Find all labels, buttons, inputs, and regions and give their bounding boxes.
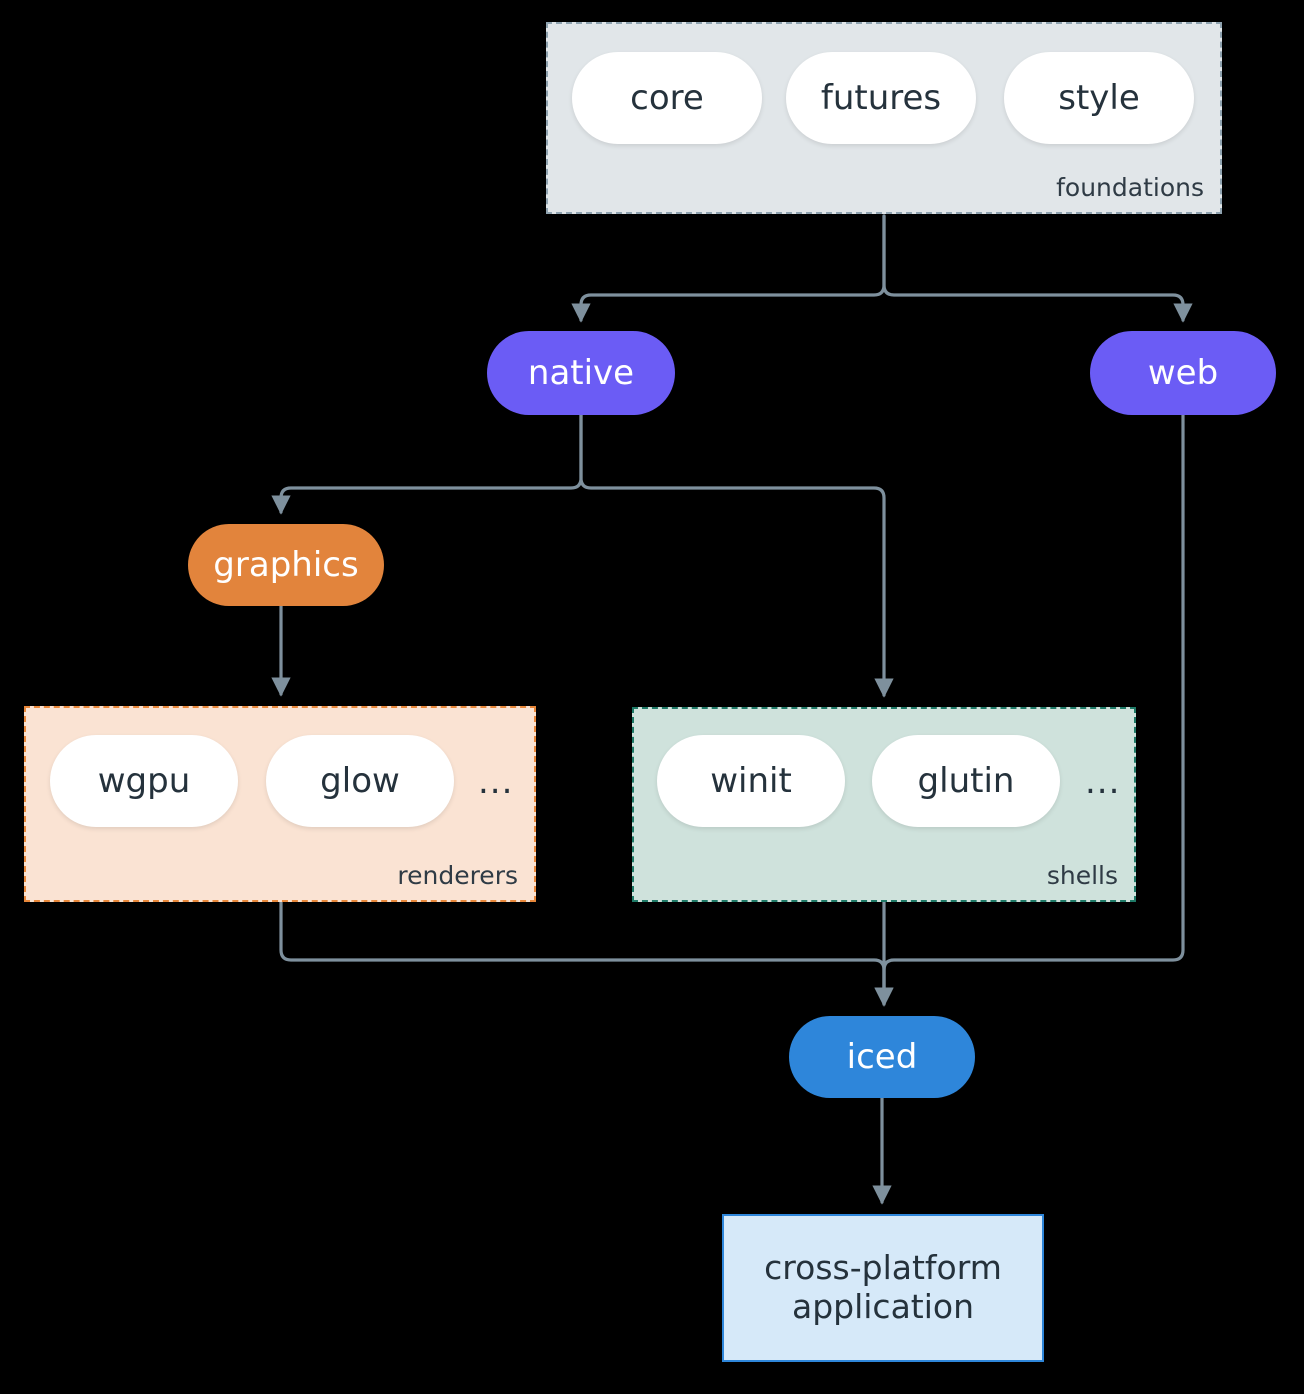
node-style-label: style bbox=[1058, 77, 1140, 118]
node-core[interactable]: core bbox=[572, 52, 762, 144]
node-cross-platform-application[interactable]: cross-platform application bbox=[722, 1214, 1044, 1362]
cluster-foundations-label: foundations bbox=[1056, 173, 1204, 202]
edge-native-shells bbox=[579, 413, 894, 698]
node-wgpu[interactable]: wgpu bbox=[50, 735, 238, 827]
cluster-shells-label: shells bbox=[1046, 861, 1118, 890]
node-iced-label: iced bbox=[846, 1036, 918, 1077]
node-web-label: web bbox=[1147, 352, 1219, 393]
edge-foundations-native bbox=[571, 214, 886, 323]
node-native[interactable]: native bbox=[487, 331, 675, 415]
application-line-2: application bbox=[791, 1287, 975, 1326]
edge-foundations-web bbox=[882, 214, 1193, 323]
node-glutin-label: glutin bbox=[917, 760, 1015, 801]
node-futures[interactable]: futures bbox=[786, 52, 976, 144]
node-glutin[interactable]: glutin bbox=[872, 735, 1060, 827]
edge-native-graphics bbox=[271, 413, 583, 515]
node-wgpu-label: wgpu bbox=[97, 760, 191, 801]
node-web[interactable]: web bbox=[1090, 331, 1276, 415]
node-graphics[interactable]: graphics bbox=[188, 524, 384, 606]
node-glow[interactable]: glow bbox=[266, 735, 454, 827]
application-text-block: cross-platform application bbox=[764, 1248, 1002, 1327]
renderers-more-ellipsis: ... bbox=[478, 762, 514, 802]
node-winit[interactable]: winit bbox=[657, 735, 845, 827]
node-winit-label: winit bbox=[710, 760, 792, 801]
node-glow-label: glow bbox=[320, 760, 400, 801]
node-iced[interactable]: iced bbox=[789, 1016, 975, 1098]
node-core-label: core bbox=[630, 77, 704, 118]
shells-more-ellipsis: ... bbox=[1085, 762, 1121, 802]
application-line-1: cross-platform bbox=[764, 1248, 1002, 1288]
node-style[interactable]: style bbox=[1004, 52, 1194, 144]
node-futures-label: futures bbox=[820, 77, 942, 118]
node-native-label: native bbox=[527, 352, 635, 393]
node-graphics-label: graphics bbox=[213, 544, 359, 585]
edge-renderers-iced bbox=[279, 900, 894, 1007]
cluster-renderers-label: renderers bbox=[397, 861, 518, 890]
